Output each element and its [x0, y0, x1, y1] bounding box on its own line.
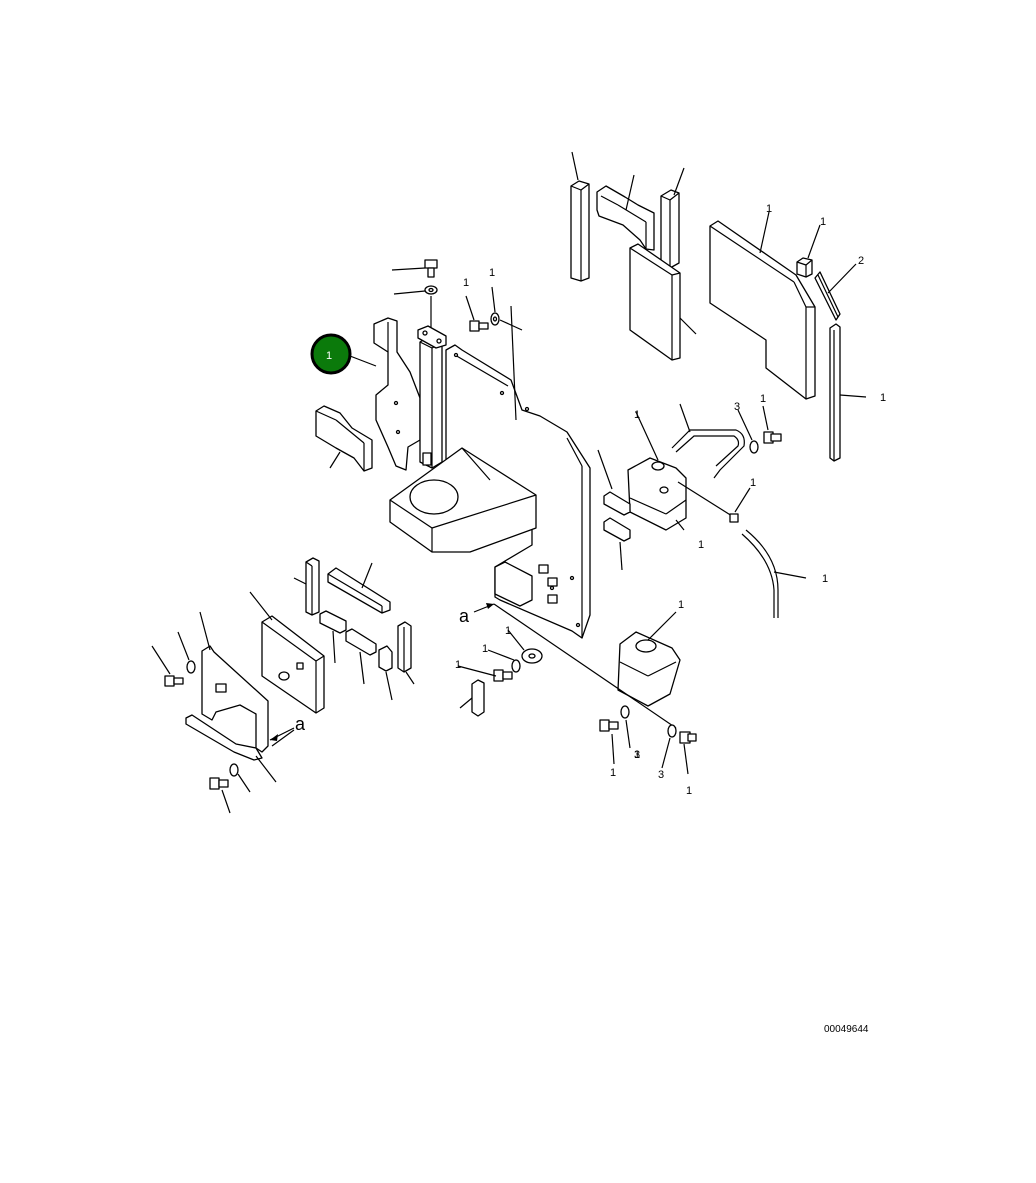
washer-mid — [490, 286, 523, 331]
label-tank: 1 — [634, 409, 640, 421]
pad-pieces-small — [597, 449, 631, 571]
bracket-plate-left — [373, 317, 421, 471]
drawing-code: 00049644 — [824, 1024, 869, 1035]
label-top-bolt: 1 — [463, 277, 469, 289]
point-a-label-left: a — [295, 714, 306, 734]
label-washer-right: 3 — [734, 401, 740, 413]
label-top-washer: 1 — [489, 267, 495, 279]
foam-block-small — [796, 224, 821, 278]
label-bolt-lr2: 1 — [686, 785, 692, 797]
point-a-label-center: a — [459, 606, 470, 626]
label-pad-panel: 1 — [766, 203, 772, 215]
label-hose: 1 — [822, 573, 828, 585]
reservoir-tank-lower — [617, 611, 681, 707]
foam-pad-tall-left — [570, 151, 590, 282]
foam-pad-left-notched — [315, 405, 373, 472]
label-lower-tank: 1 — [678, 599, 684, 611]
point-a-center — [473, 603, 495, 613]
callout-number: 1 — [326, 350, 332, 362]
foam-pad-panel-left — [249, 591, 325, 714]
label-bolt-center: 1 — [455, 659, 461, 671]
cover-plate-small — [494, 561, 558, 607]
foam-strip-vertical — [293, 557, 320, 616]
bolt-washer-center — [457, 649, 521, 682]
label-seal: 2 — [858, 255, 864, 267]
label-washer-large: 1 — [505, 625, 511, 637]
foam-pad-tall-right — [660, 167, 685, 269]
bolt-washer-right — [737, 405, 782, 454]
label-washer-lr3: 3 — [634, 749, 640, 761]
label-pad-1: 1 — [820, 216, 826, 228]
pad-block-bottom — [459, 679, 485, 717]
label-tank-bottom: 1 — [698, 539, 704, 551]
funnel-housing — [389, 447, 537, 553]
strap-bar — [185, 714, 277, 783]
foam-strip-long — [829, 323, 867, 462]
bolt-mid — [465, 295, 489, 332]
bolt-washer-lower-right — [599, 705, 697, 775]
foam-pad-cut-panel — [709, 211, 816, 400]
part-labels: 1 1 1 1 1 1 1 1 1 1 1 2 3 1 1 1 1 1 3 1 … — [455, 203, 886, 797]
reservoir-tank-upper — [627, 411, 733, 531]
callout-marker[interactable]: 1 — [310, 333, 377, 375]
hose-fitting — [729, 487, 751, 523]
label-washer-lr2: 3 — [658, 769, 664, 781]
label-washer-lr: 1 — [634, 749, 640, 761]
hose-pipe — [741, 529, 807, 618]
foam-block-row — [319, 610, 415, 701]
foam-pad-large-panel — [629, 243, 697, 361]
bolt-top — [391, 259, 438, 278]
vertical-post — [417, 325, 447, 469]
hose-clamp-bracket — [671, 403, 745, 479]
long-rod — [493, 603, 677, 729]
label-washer-center: 1 — [482, 643, 488, 655]
label-bolt-lr: 1 — [610, 767, 616, 779]
bolt-washer-bottom — [209, 763, 251, 814]
label-bolt-right: 1 — [760, 393, 766, 405]
label-fitting: 1 — [750, 477, 756, 489]
point-a-left — [269, 727, 295, 747]
foam-strip-diagonal — [327, 562, 391, 614]
seal-strip-diagonal — [814, 263, 857, 321]
label-strip: 1 — [880, 392, 886, 404]
washer-large — [507, 629, 543, 664]
bolt-washer-left — [151, 631, 196, 687]
foam-pad-notched — [596, 174, 655, 251]
